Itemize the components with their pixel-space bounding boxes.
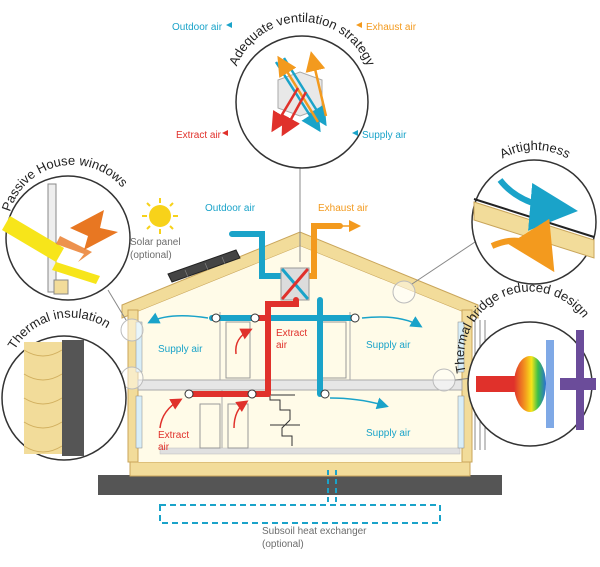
subsoil-label: Subsoil heat exchanger bbox=[262, 526, 367, 537]
exhaust-air-top-marker bbox=[356, 22, 362, 28]
vent-outlets bbox=[184, 313, 360, 399]
ground-slab bbox=[98, 475, 502, 495]
supply-air-upper-left-label: Supply air bbox=[158, 344, 203, 355]
outdoor-air-top-marker bbox=[226, 22, 232, 28]
floor-slab bbox=[129, 461, 471, 477]
ventilation-detail: Adequate ventilation strategy bbox=[226, 10, 379, 169]
extract-air-top-label: Extract air bbox=[176, 130, 222, 141]
outdoor-air-top-label: Outdoor air bbox=[172, 22, 223, 33]
middle-floor bbox=[137, 379, 463, 391]
window-upper-right bbox=[457, 321, 465, 373]
ground-floor-base bbox=[159, 447, 461, 455]
outdoor-air-house-label: Outdoor air bbox=[205, 203, 256, 214]
extract-air-lower-label-1: Extract bbox=[158, 430, 189, 441]
airflow-arrows bbox=[147, 312, 423, 429]
subsoil-heat-exchanger-pipe bbox=[159, 504, 441, 524]
supply-air-top-marker bbox=[352, 130, 358, 136]
supply-air-upper-right-label: Supply air bbox=[366, 340, 411, 351]
subsoil-optional-label: (optional) bbox=[262, 539, 304, 550]
extract-air-lower-label-2: air bbox=[158, 442, 170, 453]
thermal-bridge-detail: Thermal bridge reduced design bbox=[452, 279, 596, 447]
insulation-detail: Thermal insulation bbox=[1, 305, 127, 461]
exhaust-air-house-label: Exhaust air bbox=[318, 203, 369, 214]
airtightness-detail: Airtightness bbox=[471, 138, 597, 285]
extract-air-upper-label-2: air bbox=[276, 340, 288, 351]
sun-icon bbox=[142, 198, 178, 234]
door-upper-1 bbox=[225, 321, 251, 379]
window-lower-left bbox=[135, 395, 143, 449]
airtightness-title: Airtightness bbox=[497, 138, 573, 162]
exhaust-air-top-label: Exhaust air bbox=[366, 22, 417, 33]
solar-panel-optional-label: (optional) bbox=[130, 250, 172, 261]
door-lower-1 bbox=[199, 403, 221, 449]
svg-text:Airtightness: Airtightness bbox=[497, 138, 573, 162]
supply-air-lower-label: Supply air bbox=[366, 428, 411, 439]
duct-system bbox=[189, 223, 357, 397]
supply-air-top-label: Supply air bbox=[362, 130, 407, 141]
detail-markers bbox=[120, 280, 456, 392]
solar-panel-label: Solar panel bbox=[130, 237, 181, 248]
extract-air-top-marker bbox=[222, 130, 228, 136]
extract-air-upper-label-1: Extract bbox=[276, 328, 307, 339]
solar-panel bbox=[167, 249, 241, 283]
windows-detail: Passive House windows bbox=[0, 153, 131, 301]
window-lower-right bbox=[457, 395, 465, 449]
